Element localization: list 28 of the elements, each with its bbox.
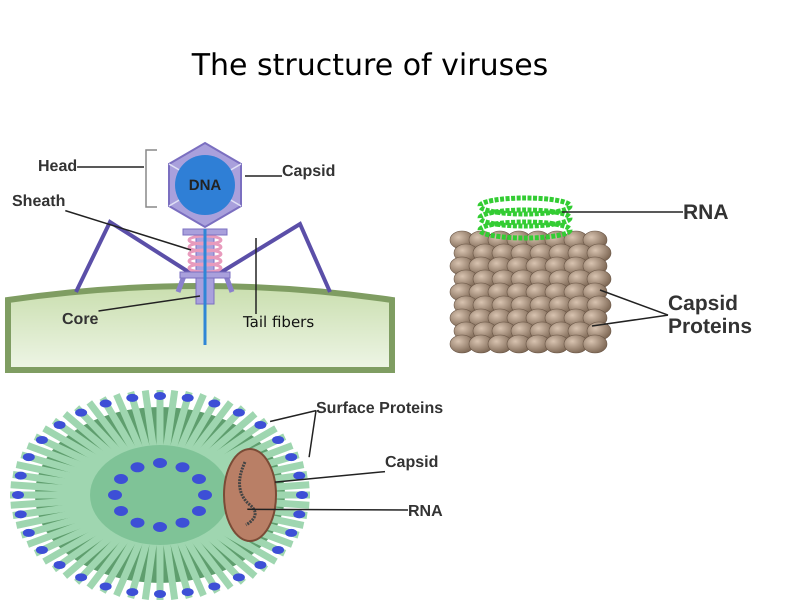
part-label: Capsid Proteins (668, 292, 800, 338)
part-label: Tail fibers (243, 314, 314, 330)
part-label: Sheath (12, 193, 66, 211)
leader-line (65, 210, 192, 251)
leader-line (308, 410, 317, 458)
leader-line (600, 289, 668, 316)
part-label: Head (38, 158, 78, 176)
leader-line (592, 314, 668, 327)
part-label: Core (62, 311, 98, 329)
leader-line (255, 238, 257, 314)
title: The structure of viruses (190, 48, 550, 83)
capsid-head (144, 141, 245, 231)
leader-line (245, 175, 282, 177)
part-label: Surface Proteins (316, 400, 444, 418)
cut-away-capsid (223, 448, 277, 542)
leader-line (274, 470, 386, 483)
part-label: Capsid (282, 163, 336, 181)
leader-line (270, 410, 316, 422)
leader-line (562, 211, 683, 213)
leader-line (247, 508, 408, 511)
rna-strand (238, 461, 257, 526)
part-label: DNA (188, 177, 222, 194)
part-label: RNA (408, 503, 443, 521)
leader-line (98, 295, 200, 312)
part-label: RNA (683, 201, 728, 224)
spherical-virus-drawing (10, 390, 310, 600)
leader-line (77, 166, 144, 168)
part-label: Capsid (385, 454, 438, 472)
